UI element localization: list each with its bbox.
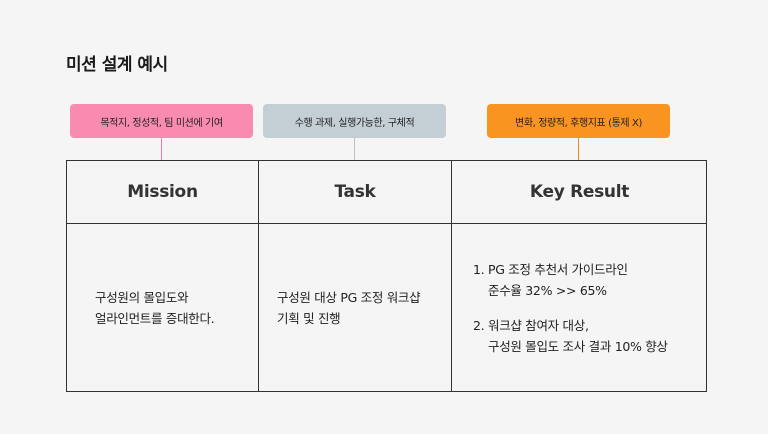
list-item: 2. 워크샵 참여자 대상, 구성원 몰입도 조사 결과 10% 향상 [473, 315, 668, 357]
mission-table: Mission Task Key Result 구성원의 몰입도와 얼라인먼트를… [66, 160, 707, 392]
header-mission: Mission [127, 182, 198, 202]
task-text: 구성원 대상 PG 조정 워크샵 기획 및 진행 [277, 289, 421, 326]
key-result-list: 1. PG 조정 추천서 가이드라인 준수율 32% >> 65% 2. 워크샵… [473, 259, 668, 357]
page-title: 미션 설계 예시 [66, 55, 168, 75]
cell-key-result: 1. PG 조정 추천서 가이드라인 준수율 32% >> 65% 2. 워크샵… [473, 224, 705, 391]
key-result-number: 2. [473, 317, 485, 333]
mission-text: 구성원의 몰입도와 얼라인먼트를 증대한다. [95, 289, 215, 326]
connector-key-result [578, 138, 579, 170]
column-divider [451, 161, 452, 391]
header-task: Task [334, 182, 376, 202]
key-result-number: 1. [473, 261, 485, 277]
list-item: 1. PG 조정 추천서 가이드라인 준수율 32% >> 65% [473, 259, 668, 301]
connector-mission [161, 138, 162, 170]
header-divider [67, 223, 706, 224]
connector-task [354, 138, 355, 170]
tag-key-result: 변화, 정량적, 후행지표 (통제 X) [487, 104, 670, 138]
header-key-result: Key Result [529, 182, 630, 202]
tag-task: 수행 과제, 실행가능한, 구체적 [263, 104, 446, 138]
tag-mission: 목적지, 정성적, 팀 미션에 기여 [70, 104, 253, 138]
cell-mission: 구성원의 몰입도와 얼라인먼트를 증대한다. [95, 224, 257, 391]
key-result-text: PG 조정 추천서 가이드라인 준수율 32% >> 65% [488, 261, 628, 298]
cell-task: 구성원 대상 PG 조정 워크샵 기획 및 진행 [277, 224, 449, 391]
key-result-text: 워크샵 참여자 대상, 구성원 몰입도 조사 결과 10% 향상 [488, 317, 668, 354]
column-divider [258, 161, 259, 391]
